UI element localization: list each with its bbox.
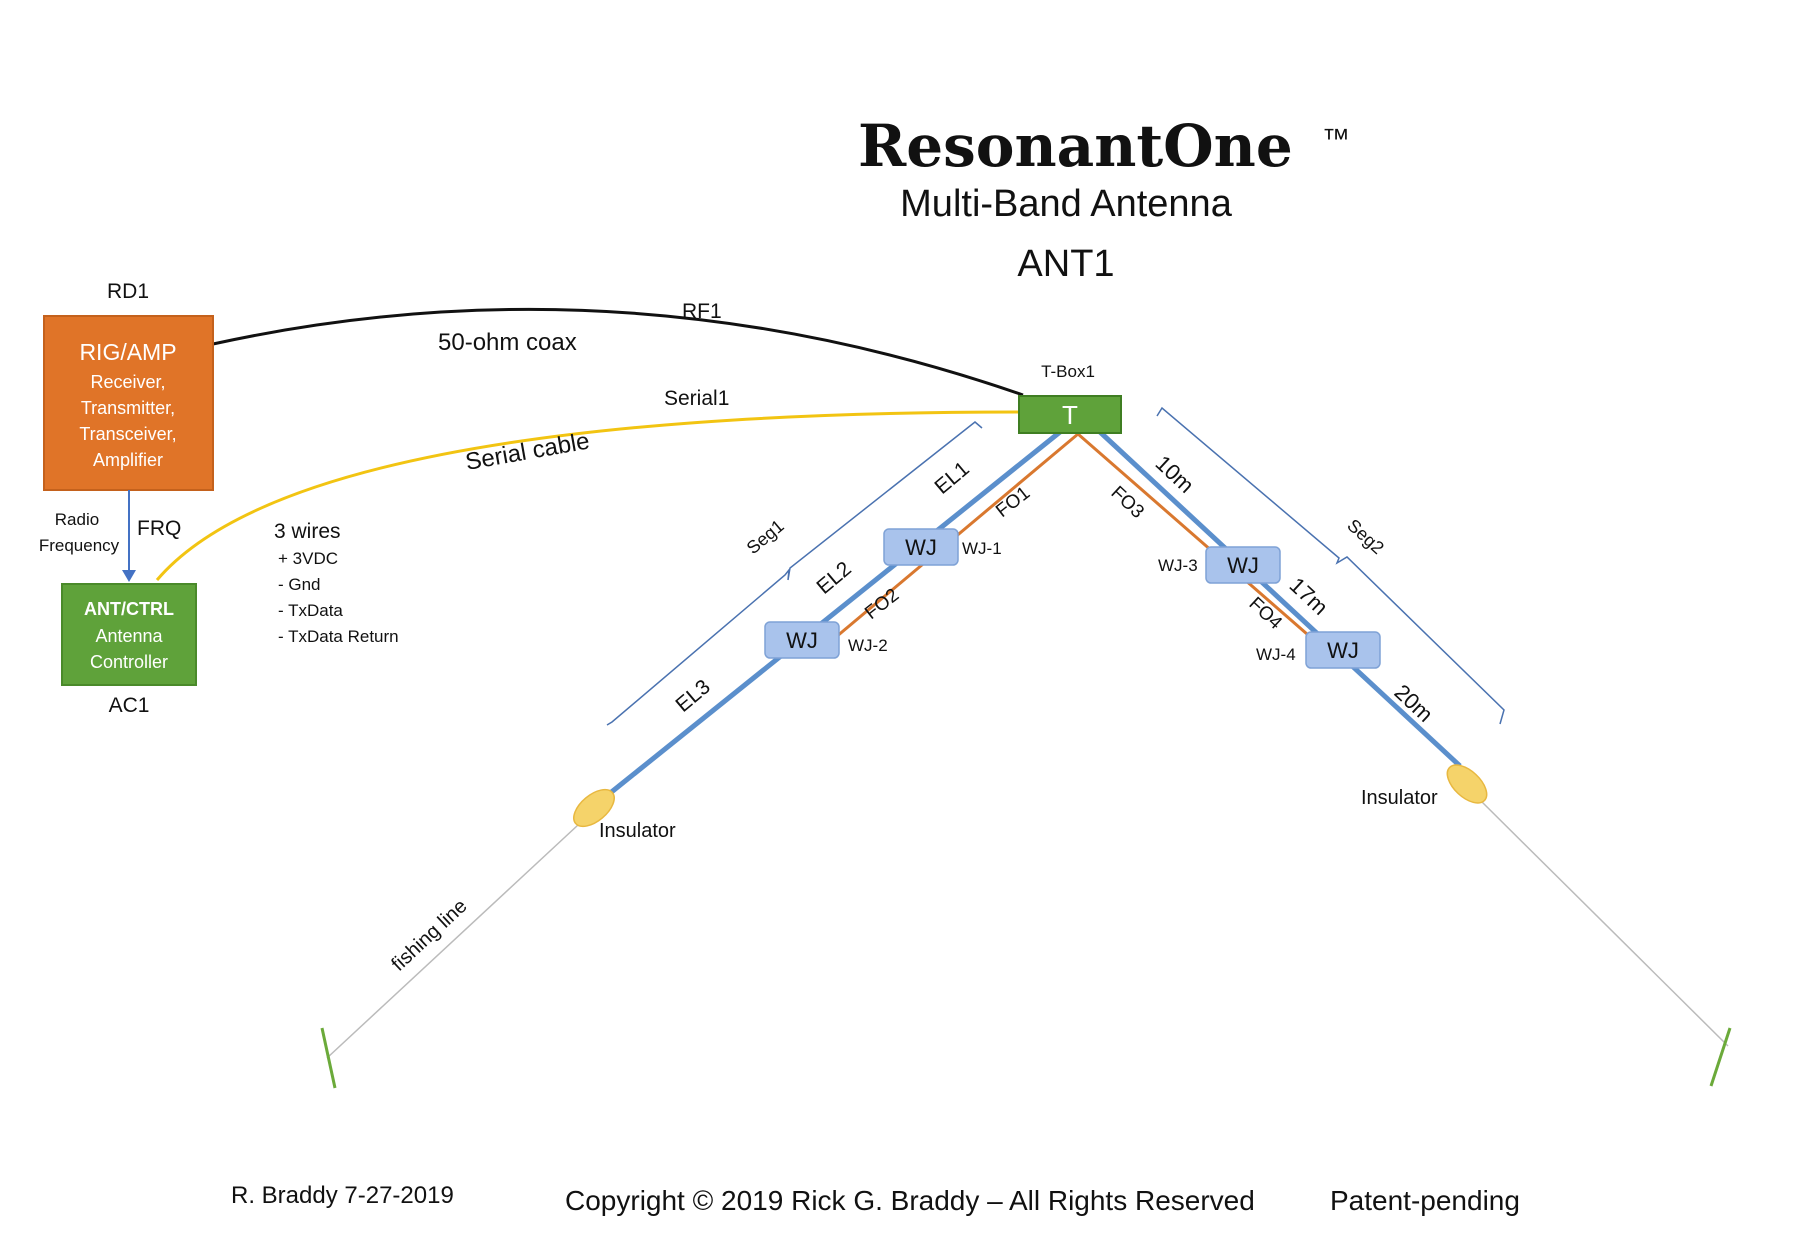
antenna-controller-box: ANT/CTRL Antenna Controller xyxy=(61,583,197,686)
rig-line: Transmitter, xyxy=(81,398,175,418)
controller-line: Controller xyxy=(90,652,168,672)
wire-item: - Gnd xyxy=(278,575,321,594)
wire-junction-4: WJ xyxy=(1305,631,1381,669)
rig-heading: RIG/AMP xyxy=(79,339,176,365)
rf-link-label: Frequency xyxy=(39,536,120,555)
right-insulator xyxy=(1446,764,1488,804)
trademark-symbol: ™ xyxy=(1322,123,1350,154)
controller-line: Antenna xyxy=(95,626,163,646)
wire-junction-1: WJ xyxy=(883,528,959,566)
tbox-label: T xyxy=(1062,400,1078,430)
band-10m-label: 10m xyxy=(1151,450,1199,497)
serial-cable-label: Serial cable xyxy=(463,428,591,476)
el3-label: EL3 xyxy=(671,675,714,717)
right-fishing-line xyxy=(1479,799,1729,1047)
coax-type-label: 50-ohm coax xyxy=(438,329,577,356)
title-block: ResonantOne ™ Multi-Band Antenna ANT1 xyxy=(858,112,1350,285)
frq-ref-label: FRQ xyxy=(137,517,181,540)
wire-item: - TxData Return xyxy=(278,627,399,646)
left-stake xyxy=(320,1027,337,1089)
left-insulator-label: Insulator xyxy=(599,820,676,842)
wj1-ref-label: WJ-1 xyxy=(962,539,1002,558)
fo1-label: FO1 xyxy=(992,483,1034,522)
tbox-ref-label: T-Box1 xyxy=(1041,362,1095,381)
wires-heading: 3 wires xyxy=(274,520,341,543)
el2-label: EL2 xyxy=(812,557,855,599)
wire-junction-3: WJ xyxy=(1205,546,1281,584)
wire-item: + 3VDC xyxy=(278,549,338,568)
junction-label: WJ xyxy=(905,535,937,560)
coax-cable xyxy=(212,307,1024,397)
rig-line: Transceiver, xyxy=(79,424,176,444)
rig-ref-label: RD1 xyxy=(107,280,149,303)
left-element-wire xyxy=(607,430,1062,796)
rig-amp-box: RIG/AMP Receiver, Transmitter, Transceiv… xyxy=(43,315,214,491)
serial-wires-list: 3 wires + 3VDC - Gnd - TxData - TxData R… xyxy=(274,520,399,646)
subtitle: Multi-Band Antenna xyxy=(900,183,1233,225)
rf-arrow-head xyxy=(122,570,136,582)
antenna-designator: ANT1 xyxy=(1017,243,1114,285)
right-element-wire xyxy=(1098,430,1462,768)
left-fishing-line xyxy=(326,824,579,1059)
patent-notice: Patent-pending xyxy=(1330,1185,1520,1216)
left-insulator xyxy=(573,788,615,828)
wj3-ref-label: WJ-3 xyxy=(1158,556,1198,575)
el1-label: EL1 xyxy=(930,457,973,499)
controller-ref-label: AC1 xyxy=(109,694,150,717)
left-segment-label: Seg1 xyxy=(743,516,788,558)
coax-ref-label: RF1 xyxy=(682,300,722,323)
controller-heading: ANT/CTRL xyxy=(84,599,174,619)
copyright-notice: Copyright © 2019 Rick G. Braddy – All Ri… xyxy=(565,1185,1255,1216)
rf-link-label: Radio xyxy=(55,510,99,529)
wire-junction-2: WJ xyxy=(764,621,840,659)
serial-cable xyxy=(155,410,1022,581)
wj2-ref-label: WJ-2 xyxy=(848,636,888,655)
right-segment-label: Seg2 xyxy=(1343,515,1388,558)
fo2-label: FO2 xyxy=(861,585,903,624)
right-insulator-label: Insulator xyxy=(1361,787,1438,809)
right-stake xyxy=(1709,1027,1732,1087)
wire-item: - TxData xyxy=(278,601,343,620)
serial-ref-label: Serial1 xyxy=(664,387,729,410)
rig-line: Amplifier xyxy=(93,450,163,470)
brand-title: ResonantOne xyxy=(858,112,1293,180)
junction-label: WJ xyxy=(1227,553,1259,578)
band-20m-label: 20m xyxy=(1390,679,1438,726)
junction-label: WJ xyxy=(786,628,818,653)
rig-line: Receiver, xyxy=(90,372,165,392)
right-segment-bracket xyxy=(1156,406,1505,725)
left-segment-bracket xyxy=(606,421,983,726)
right-fiber-line xyxy=(1077,432,1324,650)
junction-label: WJ xyxy=(1327,638,1359,663)
wj4-ref-label: WJ-4 xyxy=(1256,645,1296,664)
t-box: T xyxy=(1018,395,1122,434)
author-date: R. Braddy 7-27-2019 xyxy=(231,1182,454,1209)
